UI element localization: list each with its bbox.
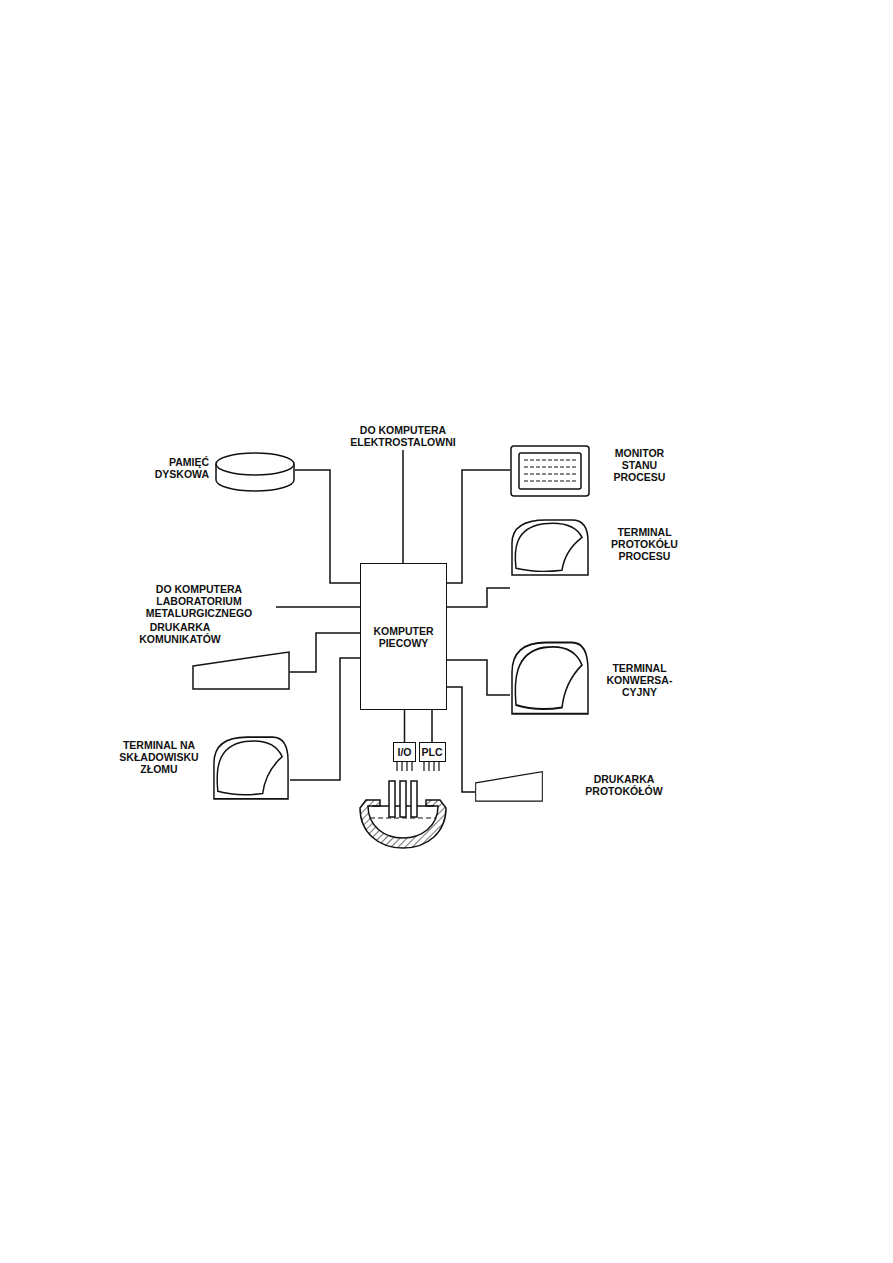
disk-storage: PAMIĘĆ DYSKOWA: [215, 452, 295, 492]
io-module: I/O: [393, 742, 416, 762]
io-pins: [397, 762, 439, 771]
dialog-terminal: TERMINAL KONWERSA- CYJNY: [510, 640, 590, 715]
connector-line: [447, 660, 510, 695]
scrap-yard-terminal: TERMINAL NA SKŁADOWISKU ZŁOMU: [212, 735, 290, 800]
device-label: DRUKARKA KOMUNIKATÓW: [130, 621, 230, 645]
furnace-computer: KOMPUTER PIECOWY: [360, 563, 447, 710]
monitor-symbol: [510, 445, 590, 497]
device-label: DRUKARKA PROTOKÓŁÓW: [583, 773, 665, 797]
box-title: PLC: [422, 746, 443, 758]
disk-symbol: [215, 452, 295, 492]
connector-line: [290, 658, 360, 780]
printer-symbol: [475, 770, 543, 802]
status-monitor: MONITOR STANU PROCESU: [510, 445, 590, 497]
connector-line: [447, 588, 510, 607]
connector-line: [404, 710, 406, 742]
connector-line: [447, 470, 510, 583]
device-label: MONITOR STANU PROCESU: [602, 447, 677, 483]
link-line: [402, 450, 404, 563]
device-label: TERMINAL PROTOKÓŁU PROCESU: [602, 526, 687, 562]
connector-line: [447, 687, 475, 792]
external-link-label: DO KOMPUTERA ELEKTROSTALOWNI: [328, 424, 478, 448]
link-line: [276, 606, 362, 608]
log-terminal: TERMINAL PROTOKÓŁU PROCESU: [510, 518, 590, 576]
device-label: TERMINAL KONWERSA- CYJNY: [602, 662, 677, 698]
connector-line: [295, 470, 360, 583]
log-printer: DRUKARKA PROTOKÓŁÓW: [475, 770, 543, 802]
device-label: PAMIĘĆ DYSKOWA: [133, 456, 209, 480]
message-printer: DRUKARKA KOMUNIKATÓW: [192, 650, 290, 690]
box-title: KOMPUTER PIECOWY: [361, 625, 446, 649]
arc-furnace: [360, 781, 446, 848]
terminal-symbol: [510, 518, 590, 576]
box-title: I/O: [397, 746, 411, 758]
device-label: TERMINAL NA SKŁADOWISKU ZŁOMU: [112, 739, 206, 775]
connector-line: [431, 710, 433, 742]
plc-module: PLC: [419, 742, 446, 762]
connector-line: [290, 633, 360, 672]
terminal-symbol: [510, 640, 590, 715]
external-link-label: DO KOMPUTERA LABORATORIUM METALURGICZNEG…: [126, 583, 272, 619]
terminal-symbol: [212, 735, 290, 800]
printer-symbol: [192, 650, 290, 690]
